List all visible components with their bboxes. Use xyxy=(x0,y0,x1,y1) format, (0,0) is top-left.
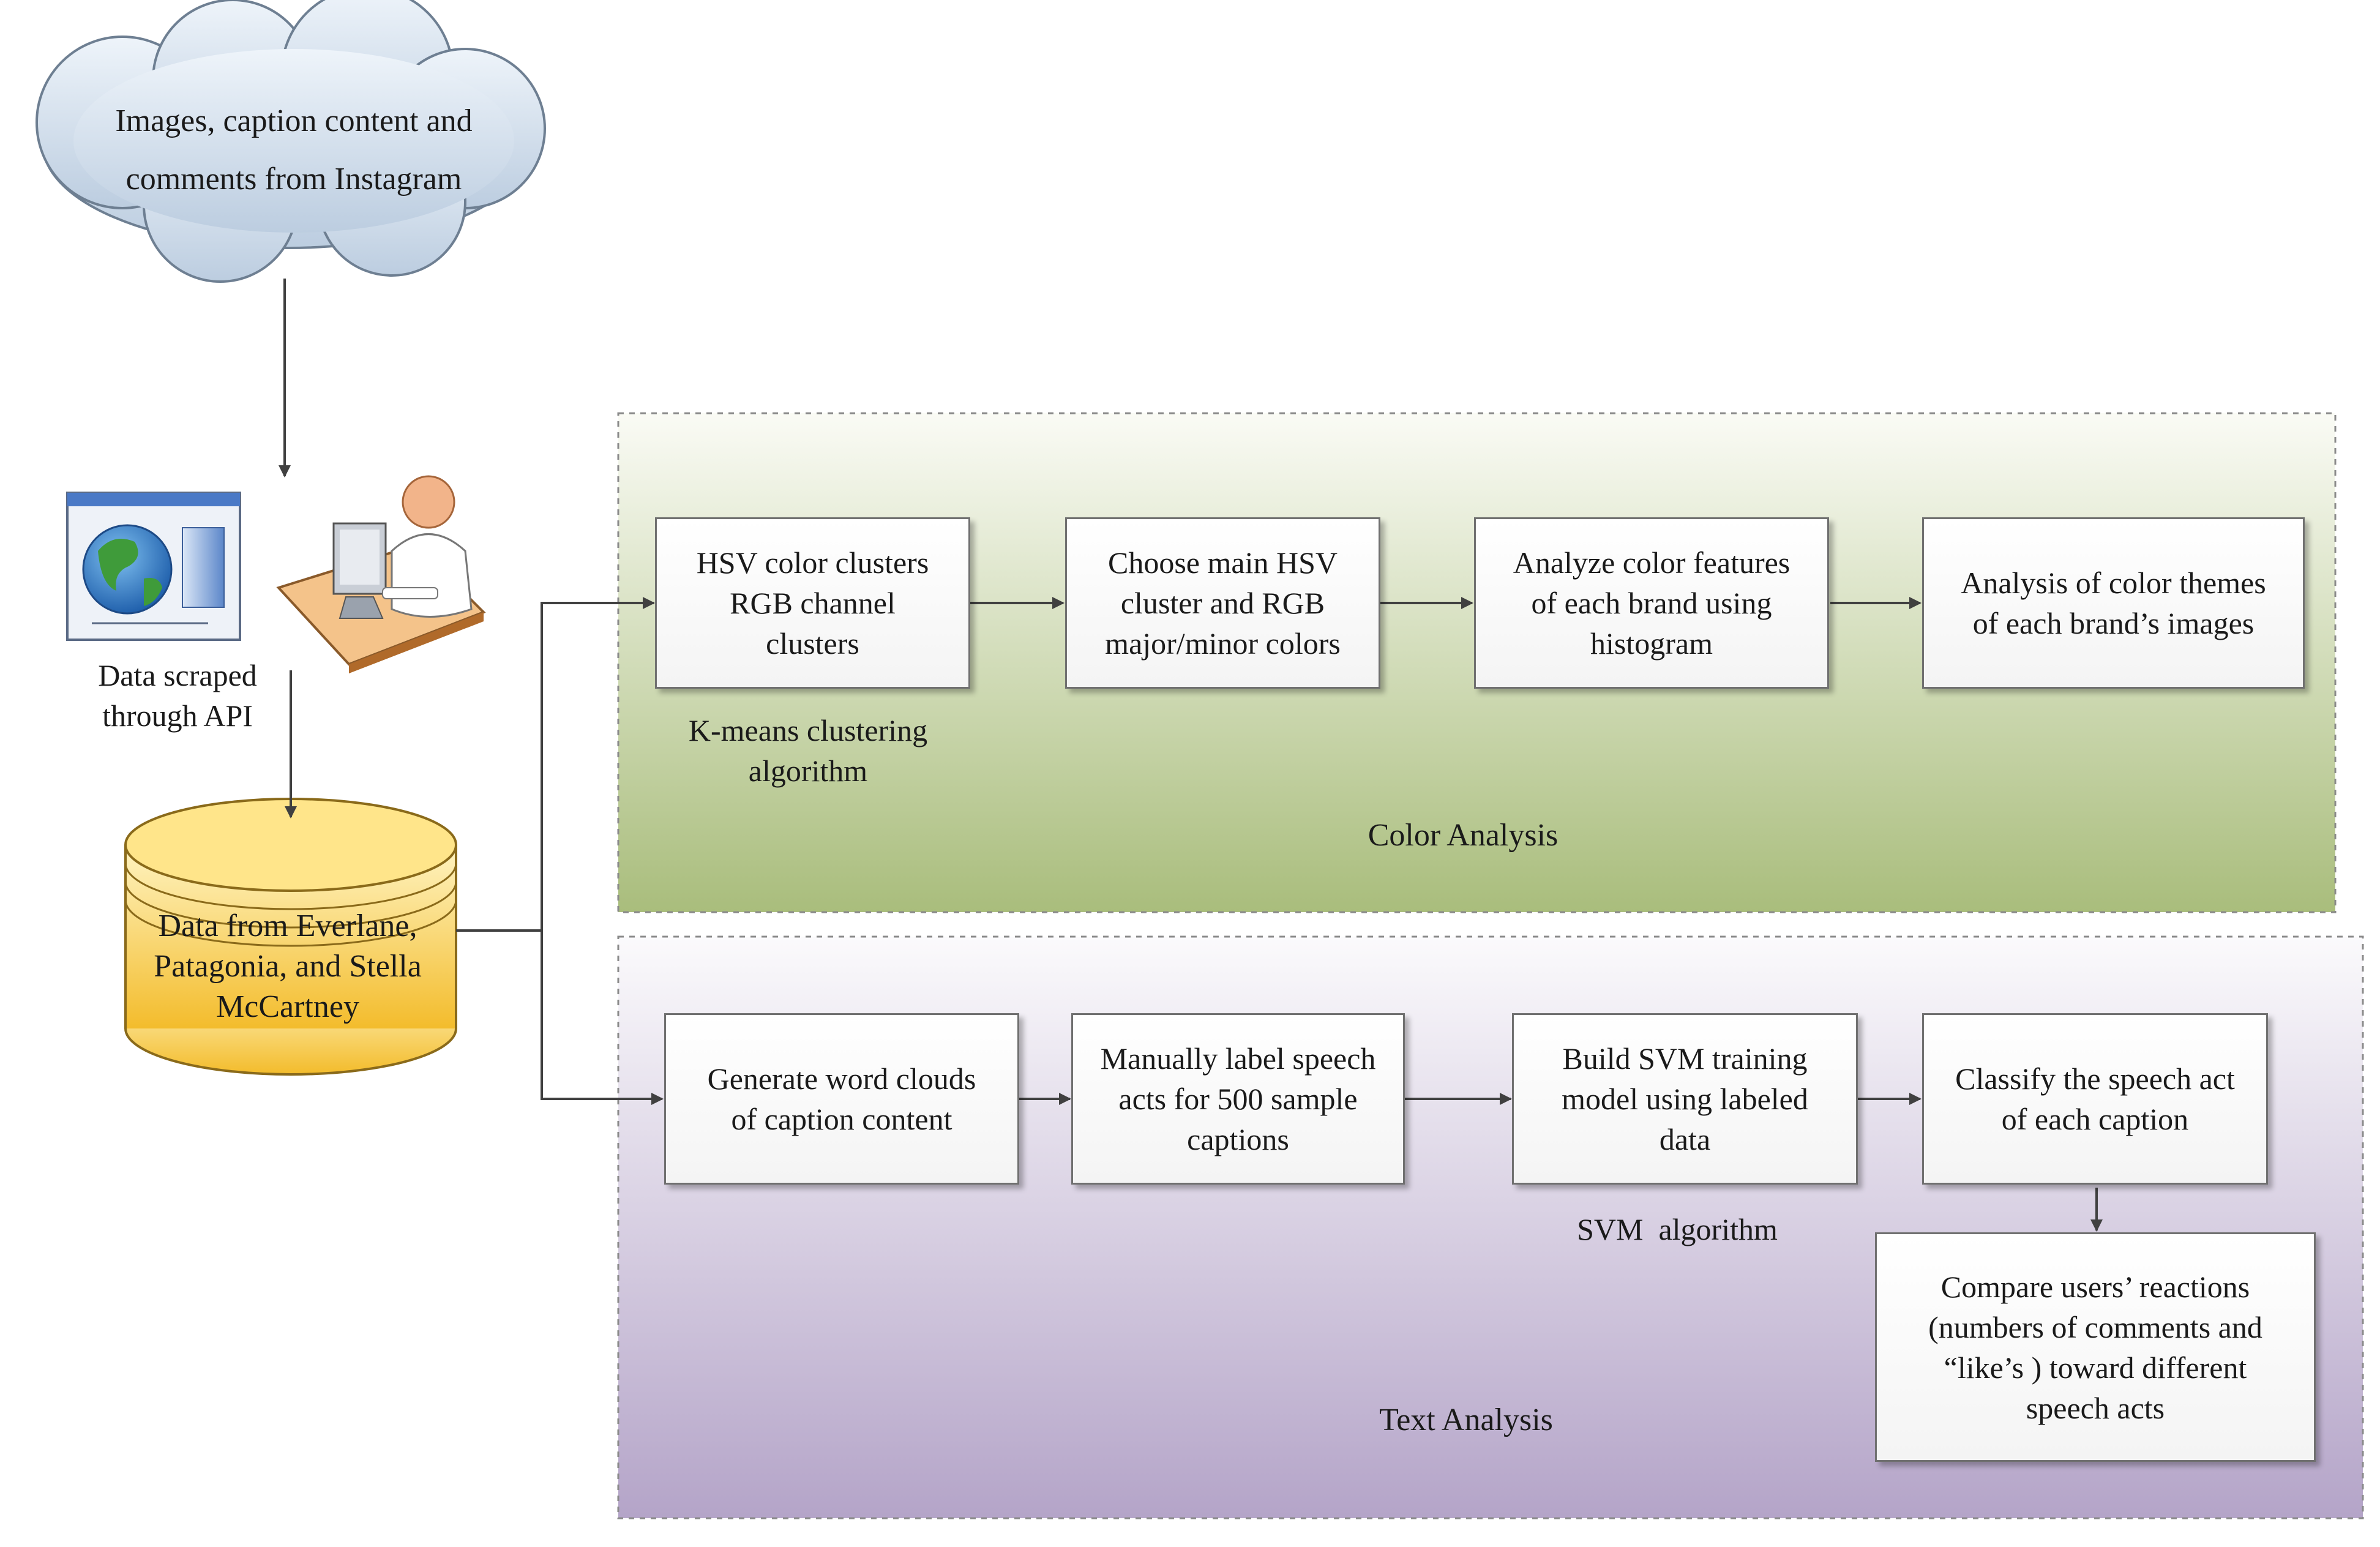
text-step-2: Manually label speech acts for 500 sampl… xyxy=(1071,1013,1405,1185)
kmeans-algorithm-label: K-means clustering algorithm xyxy=(688,713,928,788)
branch-to-color xyxy=(456,597,655,932)
database-cylinder-icon xyxy=(124,798,457,1076)
scrape-caption: Data scraped through API xyxy=(98,658,257,733)
person-at-computer-icon xyxy=(276,475,486,673)
text-step-3: Build SVM training model using labeled d… xyxy=(1512,1013,1858,1185)
text-step-4: Classify the speech act of each caption xyxy=(1922,1013,2268,1185)
svm-algorithm-label: SVM algorithm xyxy=(1577,1212,1778,1246)
color-step-4: Analysis of color themes of each brand’s… xyxy=(1922,517,2305,689)
text-step-5: Compare users’ reactions (numbers of com… xyxy=(1875,1232,2316,1462)
color-step-3: Analyze color features of each brand usi… xyxy=(1474,517,1829,689)
cloud-icon xyxy=(36,0,546,283)
web-browser-globe-icon xyxy=(66,492,241,641)
branch-to-text xyxy=(541,931,664,1105)
text-step-1: Generate word clouds of caption content xyxy=(664,1013,1019,1185)
connectors xyxy=(279,279,2103,1232)
color-step-1: HSV color clusters RGB channel clusters xyxy=(655,517,970,689)
source-cloud-label: Images, caption content and comments fro… xyxy=(115,103,473,197)
database-label: Data from Everlane, Patagonia, and Stell… xyxy=(154,908,422,1024)
color-step-2: Choose main HSV cluster and RGB major/mi… xyxy=(1065,517,1380,689)
color-analysis-title: Color Analysis xyxy=(1368,818,1559,853)
text-analysis-title: Text Analysis xyxy=(1379,1403,1553,1437)
